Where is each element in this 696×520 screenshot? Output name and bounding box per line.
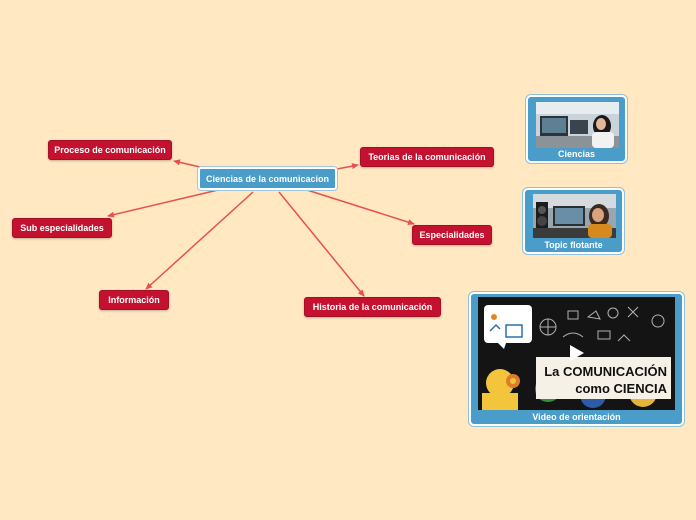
play-icon	[570, 345, 584, 361]
ciencias-image	[536, 102, 619, 148]
card-video-label: Video de orientación	[532, 412, 621, 422]
video-title-line2: como CIENCIA	[575, 381, 667, 396]
flotante-image	[533, 194, 616, 238]
topic-informacion[interactable]: Información	[99, 290, 169, 310]
topic-teorias[interactable]: Teorias de la comunicación	[360, 147, 494, 167]
central-topic[interactable]: Ciencias de la comunicacion	[198, 167, 337, 190]
topic-proceso[interactable]: Proceso de comunicación	[48, 140, 172, 160]
central-topic-label: Ciencias de la comunicacion	[205, 173, 330, 184]
connector-proceso	[173, 159, 201, 168]
connector-especialidades	[306, 189, 415, 226]
topic-historia[interactable]: Historia de la comunicación	[304, 297, 441, 317]
video-thumbnail[interactable]: La COMUNICACIÓN como CIENCIA	[478, 297, 675, 410]
topic-label: Teorias de la comunicación	[368, 152, 486, 162]
topic-label: Especialidades	[419, 230, 485, 240]
topic-label: Proceso de comunicación	[54, 145, 166, 155]
topic-sub-especialidades[interactable]: Sub especialidades	[12, 218, 112, 238]
topic-label: Sub especialidades	[20, 223, 104, 233]
card-video[interactable]: La COMUNICACIÓN como CIENCIA Video de or…	[469, 292, 684, 426]
connector-informacion	[145, 191, 254, 290]
connector-sub	[107, 189, 219, 218]
card-topic-flotante[interactable]: Topic flotante	[523, 188, 624, 254]
card-ciencias-label: Ciencias	[557, 149, 596, 159]
topic-label: Historia de la comunicación	[312, 302, 433, 312]
topic-label: Información	[108, 295, 160, 305]
video-title-line1: La COMUNICACIÓN	[544, 364, 667, 379]
card-flotante-label: Topic flotante	[544, 240, 603, 250]
connector-historia	[278, 191, 365, 297]
connector-teorias	[336, 163, 359, 170]
card-ciencias[interactable]: Ciencias	[526, 95, 627, 163]
topic-especialidades[interactable]: Especialidades	[412, 225, 492, 245]
